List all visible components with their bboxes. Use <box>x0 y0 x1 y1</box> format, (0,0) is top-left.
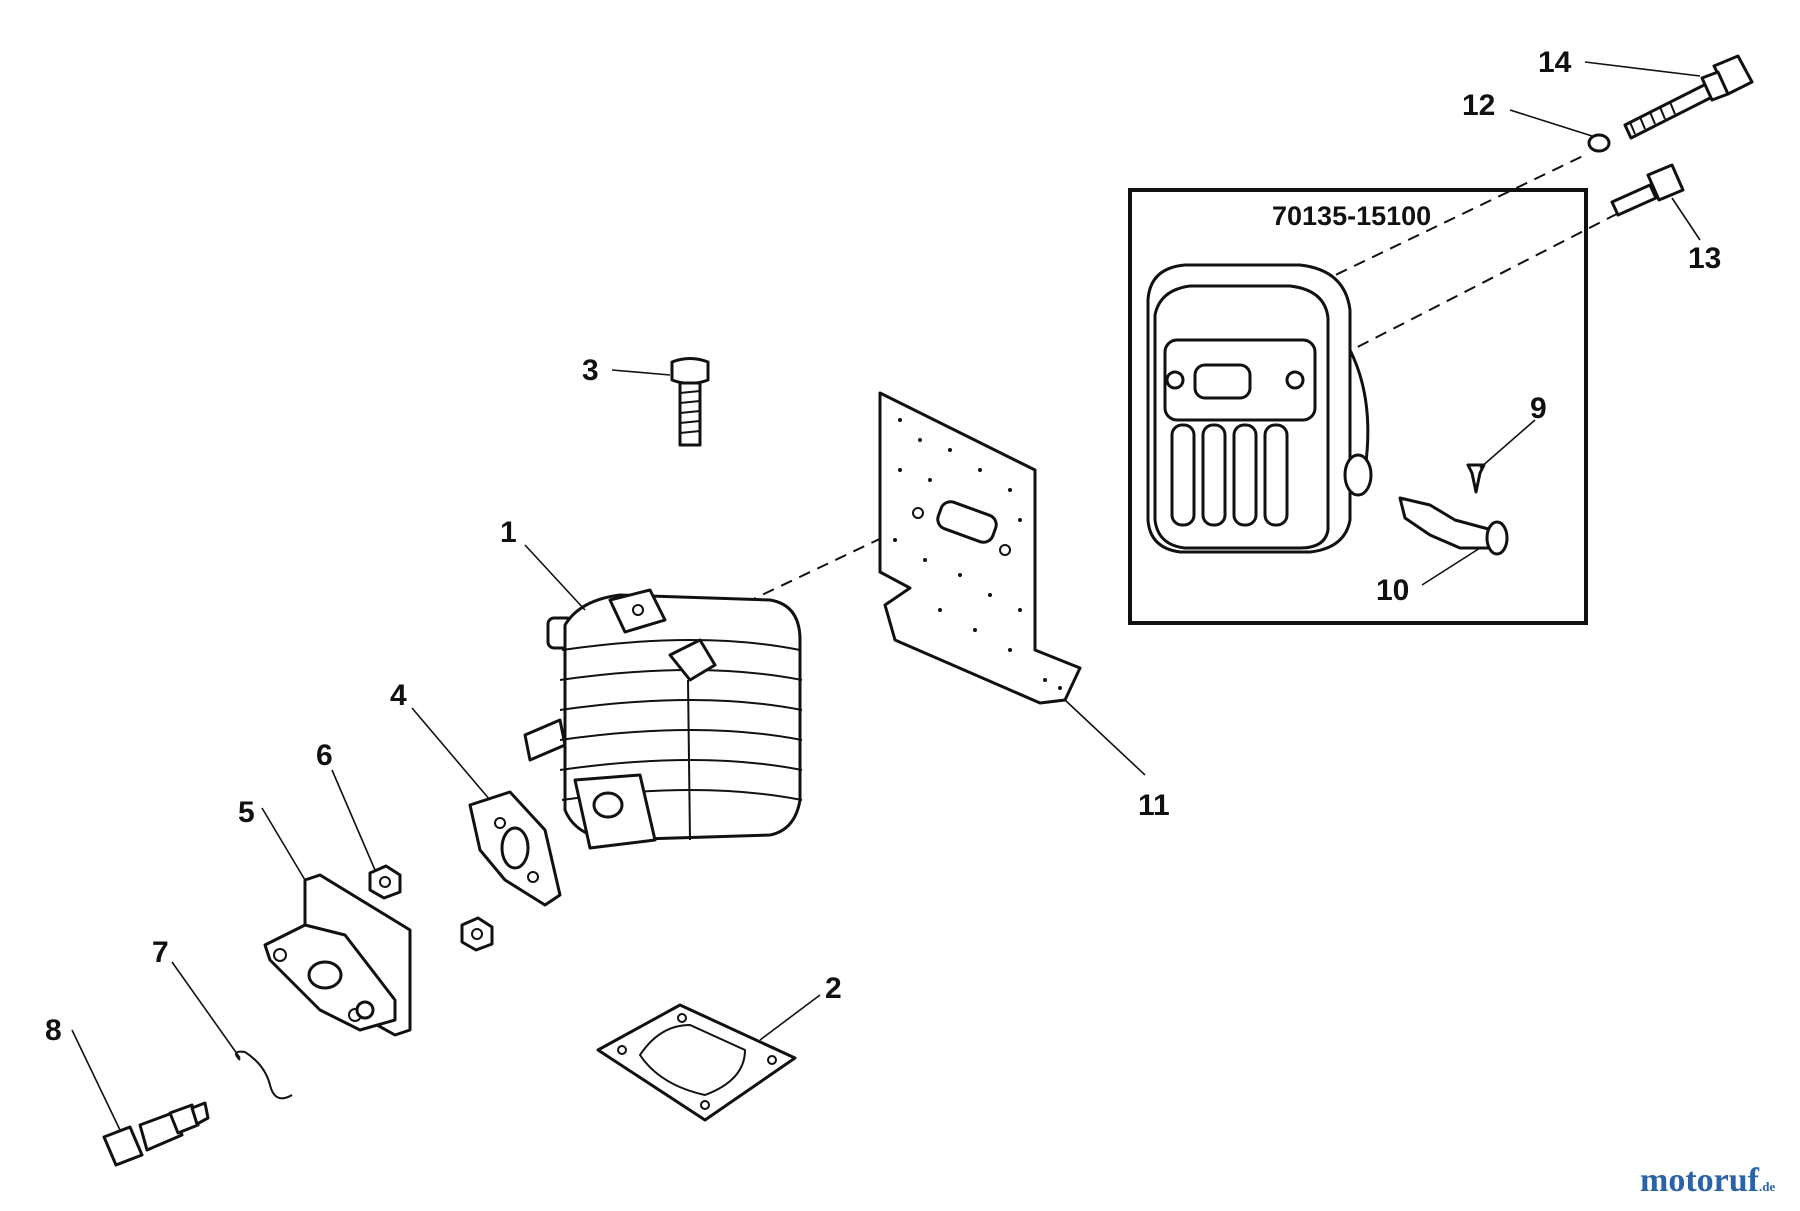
leader-line-8 <box>71 1029 121 1131</box>
leader-line-13 <box>1671 197 1701 241</box>
leader-line-10 <box>1421 547 1481 586</box>
callout-12: 12 <box>1462 89 1495 122</box>
leader-line-7 <box>171 961 241 1059</box>
leader-line-11 <box>1064 699 1146 776</box>
bolt-part-13 <box>1610 163 1685 217</box>
watermark-name: motoruf <box>1640 1162 1759 1199</box>
callout-5: 5 <box>238 796 255 829</box>
assembly-number: 70135-15100 <box>1272 201 1431 231</box>
alignment-line <box>1299 154 1586 293</box>
bolt-part-14 <box>1623 54 1754 140</box>
gasket-part-2 <box>596 1003 797 1122</box>
leader-line-2 <box>759 994 821 1041</box>
gasket-part-4 <box>468 790 562 907</box>
bolt-part-8 <box>102 1101 210 1167</box>
spark-arrestor-part-10 <box>1398 496 1509 556</box>
leader-line-12 <box>1509 109 1593 137</box>
callout-4: 4 <box>390 679 407 712</box>
leader-line-3 <box>611 369 671 376</box>
watermark: motoruf.de <box>1640 1162 1775 1200</box>
heat-shield-part-11 <box>878 391 1082 705</box>
callout-8: 8 <box>45 1014 62 1047</box>
callout-13: 13 <box>1688 242 1721 275</box>
screw-part-9 <box>1466 463 1486 494</box>
bolt-part-3 <box>670 357 710 447</box>
leader-line-4 <box>411 707 491 801</box>
speckle-texture <box>893 418 1062 690</box>
nut <box>460 916 494 952</box>
callout-1: 1 <box>500 516 517 549</box>
clip-part-7 <box>235 1050 293 1100</box>
callout-6: 6 <box>316 739 333 772</box>
leader-line-5 <box>261 807 306 881</box>
cylinder-part-1 <box>523 588 803 850</box>
callout-9: 9 <box>1530 392 1547 425</box>
leader-line-6 <box>331 769 376 871</box>
callout-2: 2 <box>825 972 842 1005</box>
muffler-assembly-box <box>1128 188 1588 625</box>
callout-11: 11 <box>1138 789 1170 822</box>
callout-10: 10 <box>1376 574 1409 607</box>
leader-line-9 <box>1479 419 1536 469</box>
leader-line-14 <box>1584 61 1701 77</box>
callout-3: 3 <box>582 354 599 387</box>
alignment-line <box>1339 201 1641 357</box>
callout-7: 7 <box>152 936 169 969</box>
adapter-part-5 <box>263 873 412 1037</box>
nut-part-6 <box>368 864 402 900</box>
leader-line-1 <box>524 544 586 611</box>
washer-part-12 <box>1587 133 1611 153</box>
muffler-part <box>1146 263 1373 554</box>
watermark-tld: .de <box>1758 1179 1776 1194</box>
callout-14: 14 <box>1538 46 1572 79</box>
